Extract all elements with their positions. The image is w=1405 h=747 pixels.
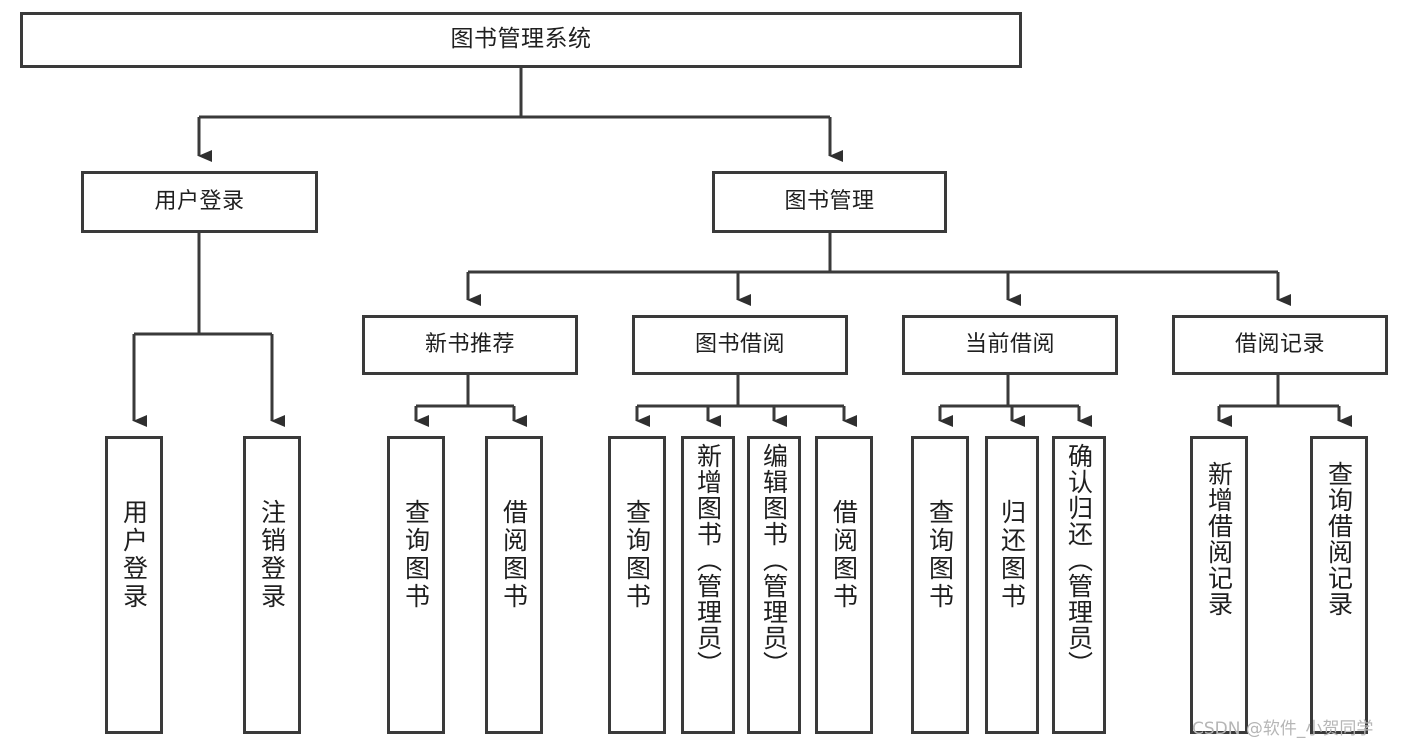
- node-book-borrow-label: 图书借阅: [694, 332, 785, 358]
- leaf-query-book-recommend[interactable]: 查询图书: [387, 436, 445, 734]
- node-new-book-recommend[interactable]: 新书推荐: [362, 315, 578, 375]
- leaf-borrow-book-label: 借阅图书: [829, 499, 859, 611]
- leaf-user-login[interactable]: 用户登录: [105, 436, 163, 734]
- leaf-user-login-label: 用户登录: [119, 499, 149, 611]
- leaf-query-borrow-record[interactable]: 查询借阅记录: [1310, 436, 1368, 734]
- node-new-book-recommend-label: 新书推荐: [424, 332, 515, 358]
- leaf-add-book-admin-label: 新增图书（管理员）: [693, 443, 723, 677]
- leaf-logout-label: 注销登录: [257, 499, 287, 611]
- leaf-logout[interactable]: 注销登录: [243, 436, 301, 734]
- node-borrow-record[interactable]: 借阅记录: [1172, 315, 1388, 375]
- node-book-management-label: 图书管理: [784, 189, 875, 215]
- node-book-borrow[interactable]: 图书借阅: [632, 315, 848, 375]
- node-user-login-label: 用户登录: [154, 189, 245, 215]
- node-root-label: 图书管理系统: [450, 26, 592, 53]
- node-borrow-record-label: 借阅记录: [1234, 332, 1325, 358]
- watermark: CSDN @软件_小贺同学: [1192, 719, 1374, 739]
- leaf-add-borrow-record-label: 新增借阅记录: [1204, 461, 1234, 617]
- leaf-query-book-current-label: 查询图书: [925, 499, 955, 611]
- leaf-confirm-return-admin-label: 确认归还（管理员）: [1064, 443, 1094, 677]
- node-book-management[interactable]: 图书管理: [712, 171, 947, 233]
- leaf-confirm-return-admin[interactable]: 确认归还（管理员）: [1052, 436, 1106, 734]
- node-current-borrow-label: 当前借阅: [964, 332, 1055, 358]
- node-user-login[interactable]: 用户登录: [81, 171, 318, 233]
- node-current-borrow[interactable]: 当前借阅: [902, 315, 1118, 375]
- leaf-borrow-book[interactable]: 借阅图书: [815, 436, 873, 734]
- leaf-borrow-book-recommend[interactable]: 借阅图书: [485, 436, 543, 734]
- leaf-return-book-label: 归还图书: [997, 499, 1027, 611]
- leaf-edit-book-admin[interactable]: 编辑图书（管理员）: [747, 436, 801, 734]
- leaf-query-book-current[interactable]: 查询图书: [911, 436, 969, 734]
- node-root[interactable]: 图书管理系统: [20, 12, 1022, 68]
- leaf-add-borrow-record[interactable]: 新增借阅记录: [1190, 436, 1248, 734]
- leaf-add-book-admin[interactable]: 新增图书（管理员）: [681, 436, 735, 734]
- leaf-query-book-borrow-label: 查询图书: [622, 499, 652, 611]
- leaf-borrow-book-recommend-label: 借阅图书: [499, 499, 529, 611]
- leaf-query-borrow-record-label: 查询借阅记录: [1324, 461, 1354, 617]
- leaf-return-book[interactable]: 归还图书: [985, 436, 1039, 734]
- leaf-query-book-borrow[interactable]: 查询图书: [608, 436, 666, 734]
- leaf-edit-book-admin-label: 编辑图书（管理员）: [759, 443, 789, 677]
- leaf-query-book-recommend-label: 查询图书: [401, 499, 431, 611]
